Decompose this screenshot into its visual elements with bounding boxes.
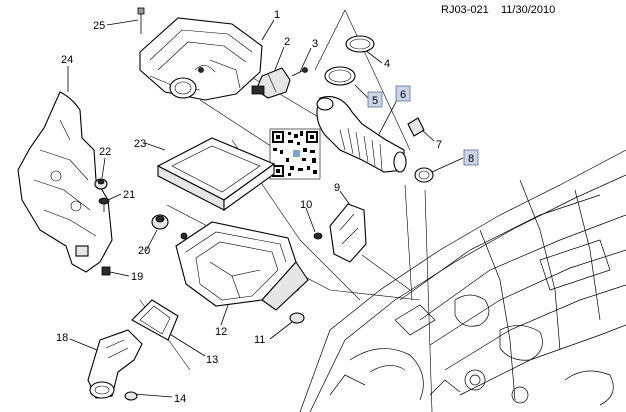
air-filter-part-23 bbox=[156, 137, 276, 212]
callout-19: 19 bbox=[131, 271, 143, 283]
diagram-code: RJ03-021 bbox=[441, 4, 489, 16]
callout-6: 6 bbox=[400, 89, 406, 101]
bolt-part-25 bbox=[137, 7, 145, 34]
diagram-date: 11/30/2010 bbox=[501, 4, 555, 16]
clip-part-7 bbox=[407, 117, 425, 137]
callout-10: 10 bbox=[300, 199, 312, 211]
callout-9: 9 bbox=[334, 182, 340, 194]
callout-labels: 25 1 2 3 4 5 6 7 8 9 10 11 12 13 14 18 1… bbox=[56, 9, 479, 405]
nut-part-19 bbox=[101, 266, 111, 276]
callout-5-box bbox=[367, 91, 383, 108]
callout-11: 11 bbox=[254, 334, 265, 346]
screw-part-3 bbox=[291, 67, 308, 77]
engine-compartment-outline bbox=[299, 149, 626, 412]
qr-code bbox=[269, 128, 321, 180]
grommet-part-11 bbox=[289, 312, 305, 324]
callout-13: 13 bbox=[206, 354, 218, 366]
callout-20: 20 bbox=[138, 245, 150, 257]
intake-duct-part-6 bbox=[316, 96, 407, 173]
seal-part-13 bbox=[131, 299, 179, 341]
callout-8: 8 bbox=[468, 153, 474, 165]
callout-12: 12 bbox=[215, 326, 227, 338]
clip-part-10 bbox=[313, 232, 323, 240]
clamp-part-5 bbox=[324, 66, 356, 86]
callout-7: 7 bbox=[436, 139, 442, 151]
callout-23: 23 bbox=[134, 138, 146, 150]
grommet-part-22 bbox=[94, 178, 108, 190]
intake-elbow-part-18 bbox=[87, 329, 143, 399]
bracket-part-24 bbox=[17, 91, 113, 273]
lower-housing-part-12 bbox=[175, 221, 309, 311]
callout-25: 25 bbox=[93, 20, 105, 32]
callout-8-box bbox=[463, 149, 479, 166]
callout-2: 2 bbox=[284, 36, 290, 48]
callout-4: 4 bbox=[384, 58, 390, 70]
clamp-part-8 bbox=[414, 167, 434, 183]
callout-1: 1 bbox=[274, 9, 280, 21]
sensor-part-2 bbox=[251, 67, 291, 99]
callout-14: 14 bbox=[174, 393, 186, 405]
callout-21: 21 bbox=[123, 189, 135, 201]
clamp-part-4 bbox=[345, 35, 375, 53]
callout-18: 18 bbox=[56, 332, 68, 344]
grommet-part-20 bbox=[151, 214, 169, 230]
bolt-part-21 bbox=[98, 197, 110, 212]
callout-6-box bbox=[395, 85, 411, 102]
callout-3: 3 bbox=[312, 38, 318, 50]
upper-housing-part-1 bbox=[139, 17, 263, 101]
bracket-part-9 bbox=[329, 203, 367, 263]
callout-5: 5 bbox=[372, 95, 378, 107]
callout-22: 22 bbox=[99, 146, 111, 158]
grommet-part-14 bbox=[124, 391, 138, 401]
callout-24: 24 bbox=[61, 54, 73, 66]
